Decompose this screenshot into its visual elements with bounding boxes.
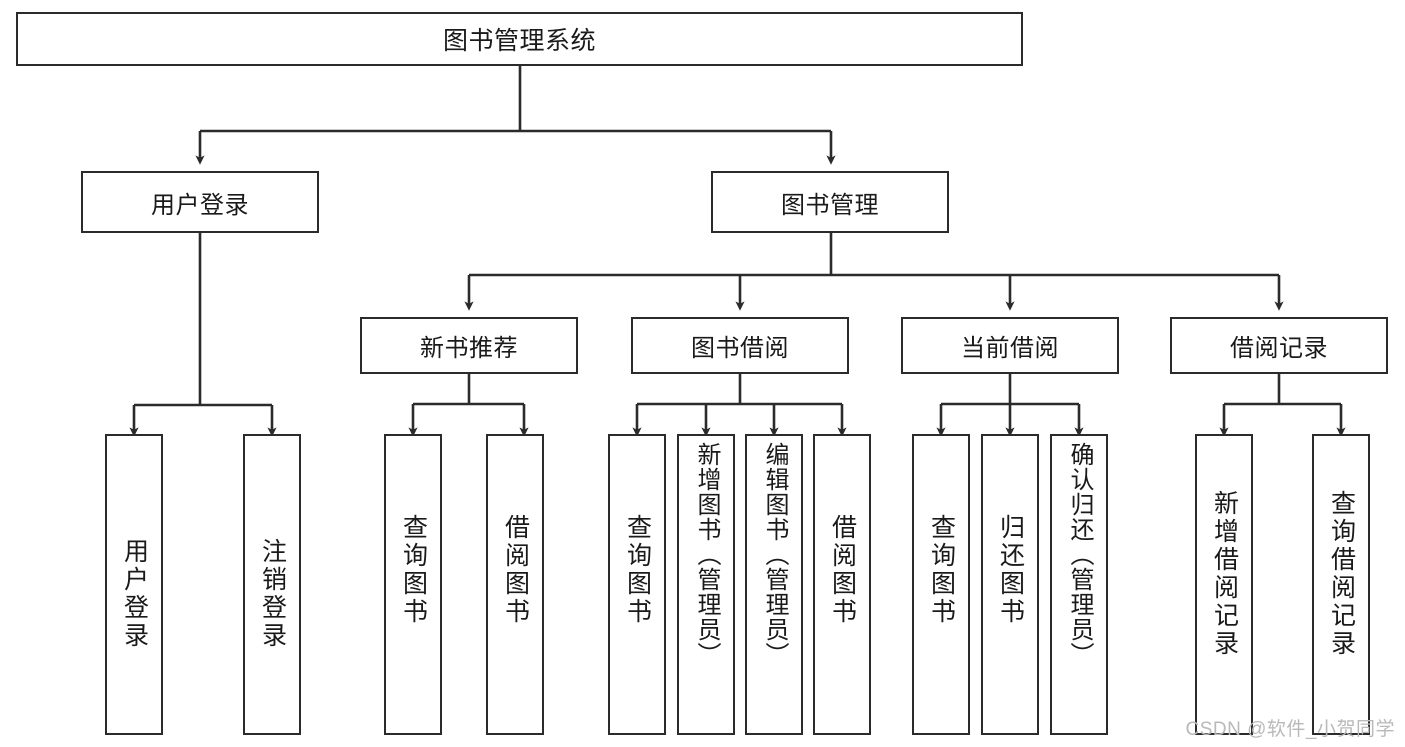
node-book-manage-label: 图书管理 [781, 191, 879, 219]
node-leaf-add-book-label: 新增图书（管理员） [692, 442, 720, 667]
node-leaf-user-login-label: 用户登录 [120, 538, 149, 650]
node-borrow-record[interactable]: 借阅记录 [1170, 317, 1388, 374]
node-borrow-record-label: 借阅记录 [1230, 335, 1328, 362]
node-book-borrow[interactable]: 图书借阅 [631, 317, 849, 374]
node-current-borrow-label: 当前借阅 [961, 335, 1059, 362]
node-leaf-edit-book-label: 编辑图书（管理员） [760, 442, 788, 667]
node-root-label: 图书管理系统 [442, 27, 596, 55]
node-leaf-borrow-book-1-label: 借阅图书 [501, 514, 530, 626]
node-leaf-user-login[interactable]: 用户登录 [105, 434, 163, 735]
node-leaf-confirm-return-label: 确认归还（管理员） [1065, 442, 1093, 667]
node-leaf-borrow-book-1[interactable]: 借阅图书 [486, 434, 544, 735]
node-leaf-confirm-return[interactable]: 确认归还（管理员） [1050, 434, 1108, 735]
node-leaf-query-book-1-label: 查询图书 [399, 514, 428, 626]
node-leaf-query-book-2[interactable]: 查询图书 [608, 434, 666, 735]
node-leaf-borrow-book-2[interactable]: 借阅图书 [813, 434, 871, 735]
node-book-borrow-label: 图书借阅 [691, 335, 789, 362]
node-leaf-edit-book[interactable]: 编辑图书（管理员） [745, 434, 803, 735]
node-leaf-return-book-label: 归还图书 [996, 514, 1025, 626]
node-new-book-rec[interactable]: 新书推荐 [360, 317, 578, 374]
node-leaf-add-record-label: 新增借阅记录 [1210, 490, 1239, 658]
node-book-manage[interactable]: 图书管理 [711, 171, 949, 233]
node-leaf-query-record[interactable]: 查询借阅记录 [1312, 434, 1370, 735]
csdn-watermark: CSDN @软件_小贺同学 [1185, 719, 1395, 740]
node-leaf-return-book[interactable]: 归还图书 [981, 434, 1039, 735]
node-leaf-borrow-book-2-label: 借阅图书 [828, 514, 857, 626]
node-root[interactable]: 图书管理系统 [16, 12, 1023, 66]
node-user-login-label: 用户登录 [151, 191, 249, 219]
node-leaf-user-logout[interactable]: 注销登录 [243, 434, 301, 735]
node-leaf-query-book-3[interactable]: 查询图书 [912, 434, 970, 735]
node-leaf-query-book-3-label: 查询图书 [927, 514, 956, 626]
node-leaf-query-record-label: 查询借阅记录 [1327, 490, 1356, 658]
node-user-login[interactable]: 用户登录 [81, 171, 319, 233]
node-current-borrow[interactable]: 当前借阅 [901, 317, 1119, 374]
node-leaf-add-book[interactable]: 新增图书（管理员） [677, 434, 735, 735]
node-leaf-add-record[interactable]: 新增借阅记录 [1195, 434, 1253, 735]
node-leaf-user-logout-label: 注销登录 [258, 538, 287, 650]
node-new-book-rec-label: 新书推荐 [420, 335, 518, 362]
node-leaf-query-book-1[interactable]: 查询图书 [384, 434, 442, 735]
node-leaf-query-book-2-label: 查询图书 [623, 514, 652, 626]
